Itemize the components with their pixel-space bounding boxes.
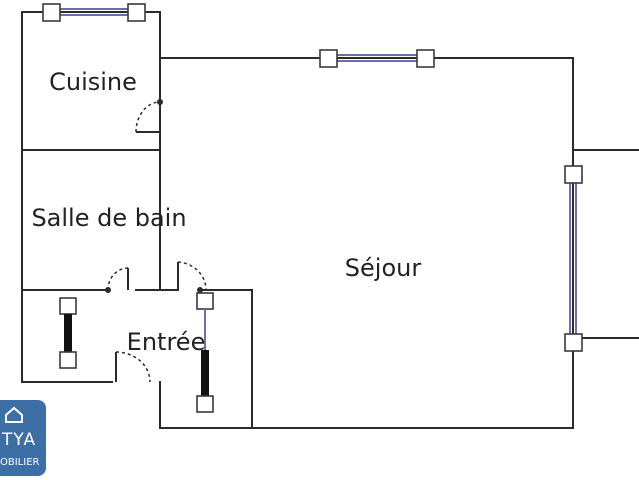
door-bathroom — [105, 267, 129, 293]
logo-subtext: OBILIER — [0, 457, 40, 468]
door-kitchen — [135, 99, 163, 133]
room-label-entree: Entrée — [127, 328, 206, 356]
house-icon — [5, 406, 23, 423]
agency-logo: TYA OBILIER — [0, 400, 46, 476]
room-label-salle-de-bain: Salle de bain — [31, 204, 186, 232]
door-closet — [115, 351, 151, 383]
walls — [21, 11, 639, 429]
fixture-left — [59, 297, 77, 369]
room-label-sejour: Séjour — [345, 254, 422, 282]
logo-text: TYA — [2, 430, 37, 450]
window-living-top — [319, 49, 435, 68]
room-label-cuisine: Cuisine — [49, 68, 137, 96]
fixture-right — [196, 292, 214, 413]
window-kitchen-top — [42, 3, 146, 22]
window-living-right — [564, 165, 583, 352]
door-entry-top — [177, 261, 207, 293]
